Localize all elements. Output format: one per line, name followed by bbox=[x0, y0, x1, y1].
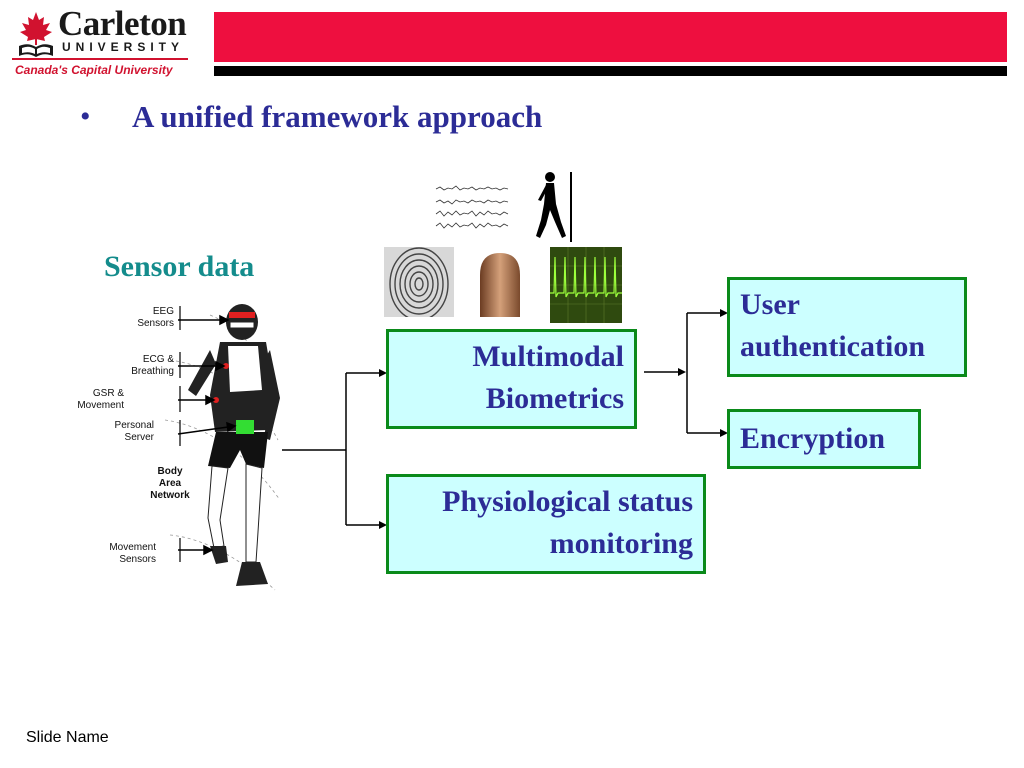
physiological-line-2: monitoring bbox=[549, 527, 693, 560]
label-ecg-breathing: ECG &Breathing bbox=[131, 354, 174, 377]
fingerprint-image bbox=[384, 247, 454, 317]
authentication-line-2: authentication bbox=[740, 330, 926, 363]
ecg-waveform-icon bbox=[550, 247, 622, 323]
label-gsr-movement: GSR &Movement bbox=[77, 388, 124, 411]
header-bar-red bbox=[214, 12, 1007, 62]
logo-name: Carleton bbox=[58, 4, 187, 43]
eeg-waveform-icon bbox=[435, 185, 509, 229]
gait-image bbox=[530, 170, 574, 244]
maple-leaf-book-icon bbox=[19, 12, 53, 57]
multimodal-biometrics-box: Multimodal Biometrics bbox=[386, 329, 637, 429]
walking-person-icon bbox=[536, 172, 572, 242]
user-authentication-box: User authentication bbox=[727, 277, 967, 377]
fingerprint-icon bbox=[389, 247, 449, 317]
ecg-image bbox=[550, 247, 622, 323]
university-logo bbox=[12, 8, 202, 78]
physiological-monitoring-box: Physiological status monitoring bbox=[386, 474, 706, 574]
arrow-to-encryption bbox=[720, 429, 728, 437]
arrow-to-branch bbox=[678, 368, 686, 376]
arrow-to-physiological bbox=[379, 521, 387, 529]
title-bullet: • bbox=[80, 100, 91, 133]
logo-university: UNIVERSITY bbox=[62, 40, 185, 54]
multimodal-line-1: Multimodal bbox=[472, 340, 624, 373]
physiological-line-1: Physiological status bbox=[442, 485, 693, 518]
header-bar-black bbox=[214, 66, 1007, 76]
slide-footer: Slide Name bbox=[26, 729, 109, 746]
sensor-data-label: Sensor data bbox=[104, 250, 255, 283]
multimodal-line-2: Biometrics bbox=[485, 382, 624, 415]
runner-figure-icon bbox=[164, 304, 281, 591]
arrow-to-authentication bbox=[720, 309, 728, 317]
fingertip-image bbox=[466, 247, 534, 317]
eeg-waveform-image bbox=[432, 180, 512, 240]
logo-divider bbox=[12, 58, 188, 60]
fingertip-icon bbox=[480, 253, 520, 317]
encryption-label: Encryption bbox=[740, 422, 886, 455]
arrow-to-multimodal bbox=[379, 369, 387, 377]
slide-title: A unified framework approach bbox=[132, 99, 543, 134]
authentication-line-1: User bbox=[740, 288, 800, 321]
encryption-box: Encryption bbox=[727, 409, 921, 469]
logo-tagline: Canada's Capital University bbox=[15, 63, 173, 77]
